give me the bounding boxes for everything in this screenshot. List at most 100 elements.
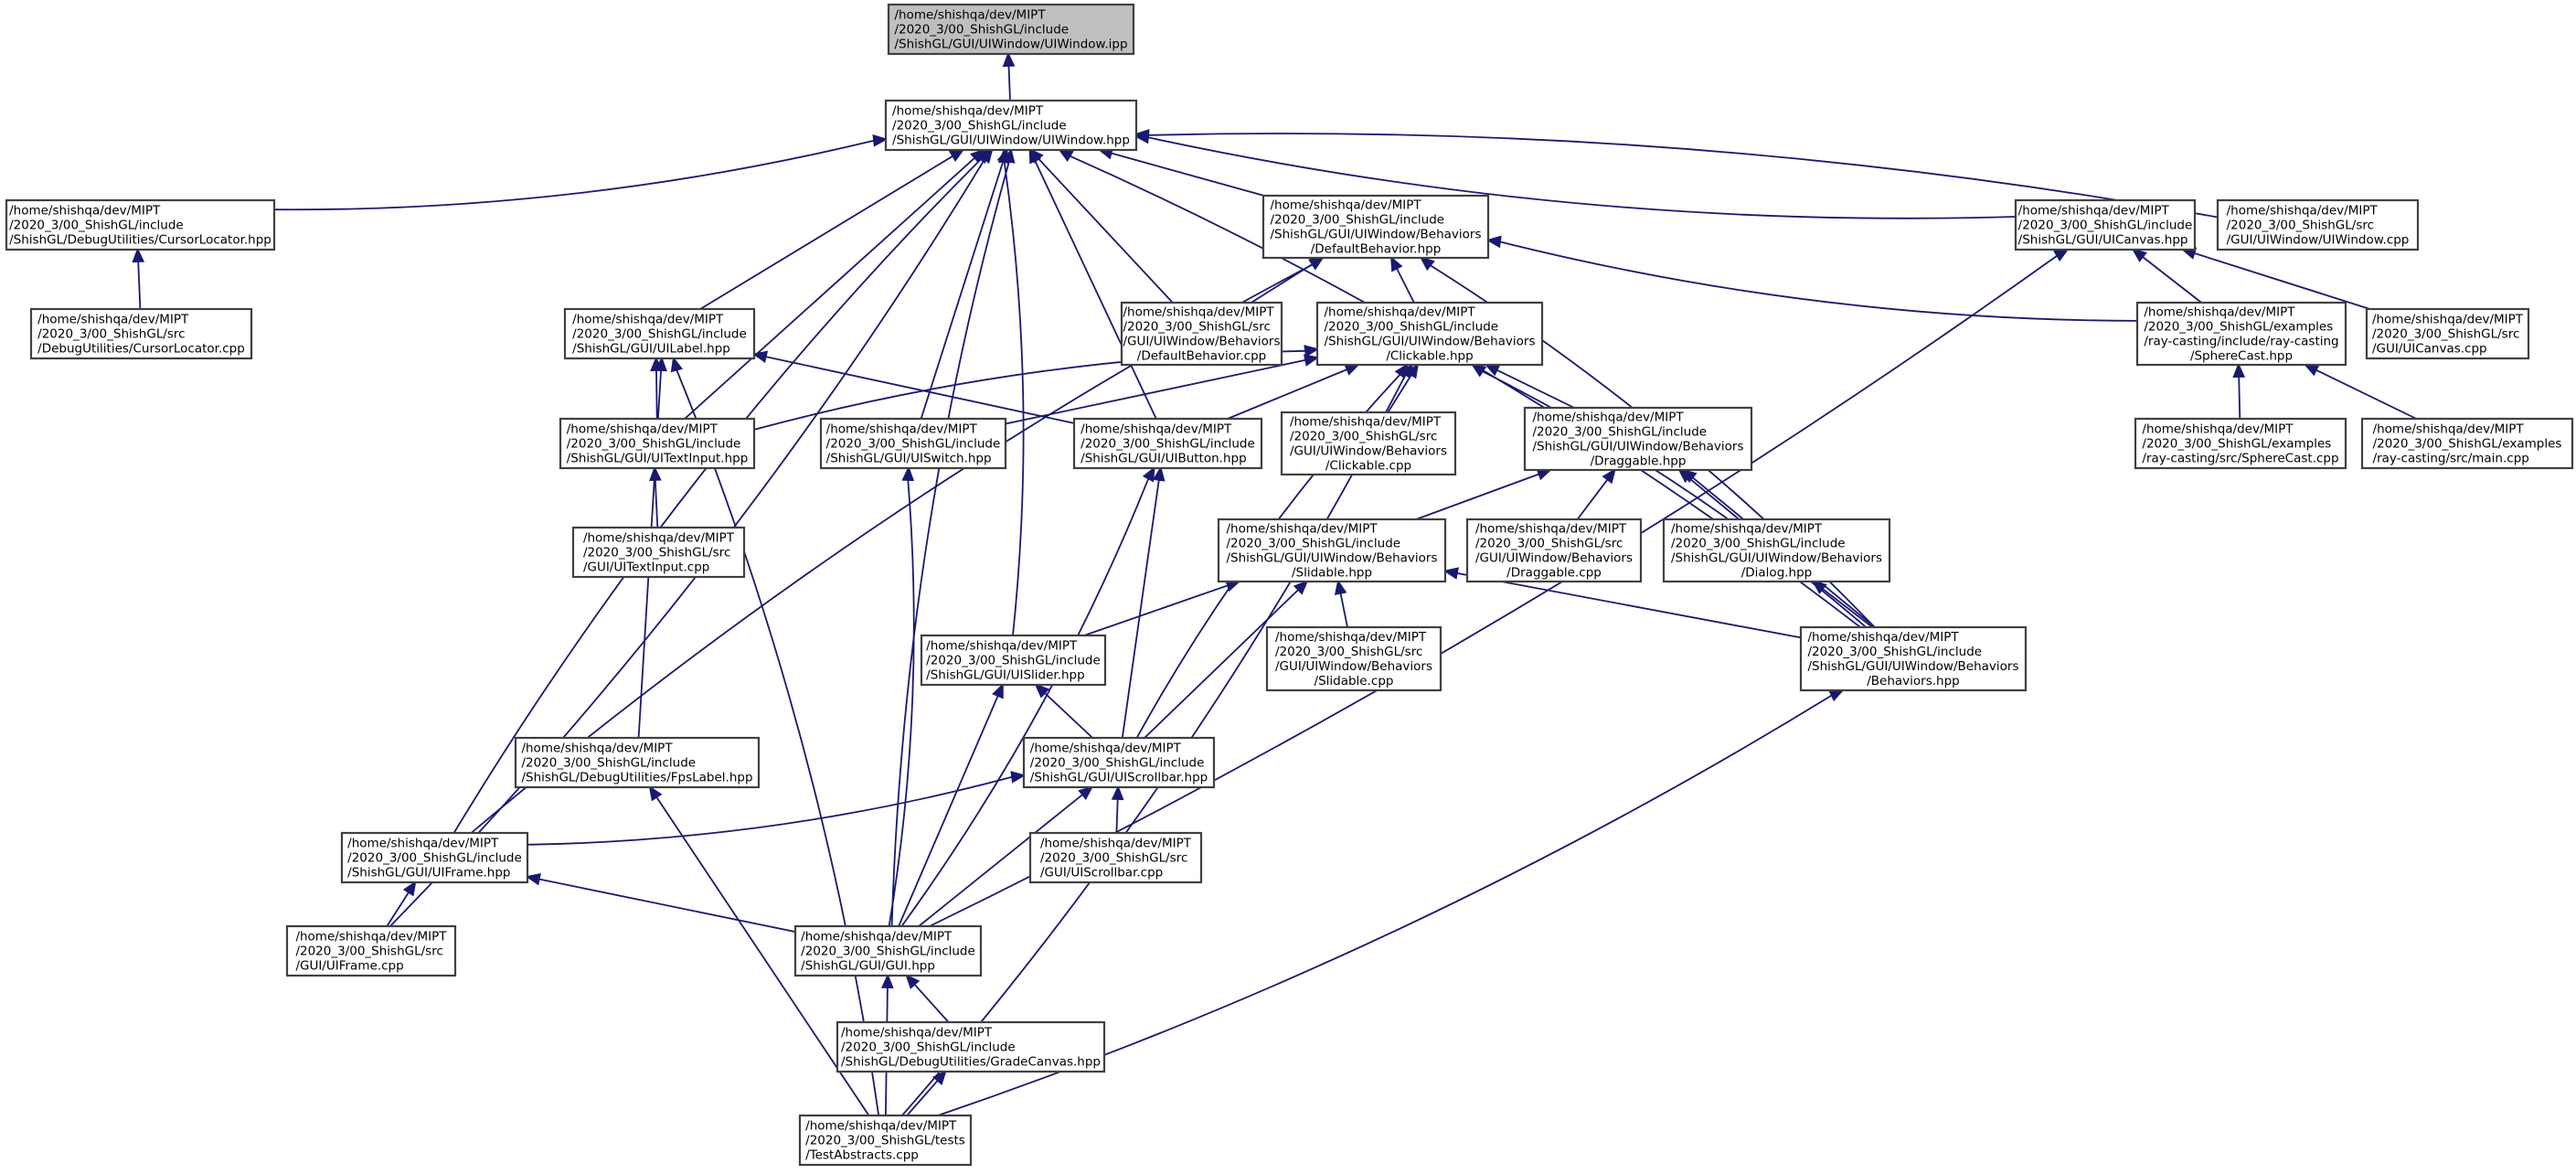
edge-n12-to-n6	[2194, 252, 2370, 310]
node-uilabel-hpp[interactable]: /home/shishqa/dev/MIPT/2020_3/00_ShishGL…	[563, 307, 756, 360]
node-label-line: /2020_3/00_ShishGL/include	[894, 23, 1069, 37]
node-defaultbehavior-hpp[interactable]: /home/shishqa/dev/MIPT/2020_3/00_ShishGL…	[1261, 194, 1490, 260]
edge-n2-to-n1	[1007, 65, 1011, 101]
arrowhead-icon	[132, 247, 145, 263]
node-label-line: /ShishGL/GUI/UILabel.hpp	[572, 342, 730, 357]
node-slidable-hpp[interactable]: /home/shishqa/dev/MIPT/2020_3/00_ShishGL…	[1217, 518, 1447, 583]
edge-n23-to-n17	[1687, 476, 1740, 520]
node-label-line: /home/shishqa/dev/MIPT	[841, 1026, 993, 1041]
edge-n32-to-n28	[918, 794, 1083, 927]
arrowhead-icon	[905, 974, 921, 989]
node-uiwindow-hpp[interactable]: /home/shishqa/dev/MIPT/2020_3/00_ShishGL…	[884, 99, 1138, 152]
node-dialog-hpp[interactable]: /home/shishqa/dev/MIPT/2020_3/00_ShishGL…	[1662, 518, 1891, 583]
node-clickable-cpp[interactable]: /home/shishqa/dev/MIPT/2020_3/00_ShishGL…	[1280, 411, 1457, 476]
node-uitextinput-hpp[interactable]: /home/shishqa/dev/MIPT/2020_3/00_ShishGL…	[559, 417, 756, 470]
edge-n24-to-n21	[1083, 584, 1229, 636]
node-box	[2365, 307, 2530, 360]
arrowhead-icon	[1334, 579, 1347, 595]
node-label-line: /2020_3/00_ShishGL/examples	[2144, 320, 2333, 335]
node-label-line: /home/shishqa/dev/MIPT	[521, 742, 673, 756]
node-slidable-cpp[interactable]: /home/shishqa/dev/MIPT/2020_3/00_ShishGL…	[1265, 625, 1442, 692]
edge-n26-to-n23	[1822, 588, 1873, 628]
node-box	[1265, 625, 1442, 692]
node-uislider-hpp[interactable]: /home/shishqa/dev/MIPT/2020_3/00_ShishGL…	[920, 634, 1107, 687]
node-uitextinput-cpp[interactable]: /home/shishqa/dev/MIPT/2020_3/00_ShishGL…	[571, 526, 746, 579]
node-gradecanvas-hpp[interactable]: /home/shishqa/dev/MIPT/2020_3/00_ShishGL…	[836, 1020, 1106, 1073]
node-label-line: /ShishGL/GUI/UIWindow/Behaviors	[1270, 228, 1481, 242]
edge-n29-to-n2	[452, 158, 982, 834]
arrowhead-icon	[2303, 363, 2320, 377]
arrowhead-icon	[1134, 129, 1150, 142]
arrowhead-icon	[1142, 465, 1155, 483]
node-box	[887, 3, 1135, 56]
node-label-line: /home/shishqa/dev/MIPT	[1807, 630, 1959, 645]
node-label-line: /Clickable.cpp	[1325, 459, 1411, 474]
edge-n11-to-n6	[2142, 256, 2202, 304]
node-defaultbehavior-cpp[interactable]: /home/shishqa/dev/MIPT/2020_3/00_ShishGL…	[1120, 301, 1283, 367]
node-spherecast-hpp[interactable]: /home/shishqa/dev/MIPT/2020_3/00_ShishGL…	[2135, 301, 2347, 367]
node-label-line: /GUI/UITextInput.cpp	[583, 560, 709, 575]
node-label-line: /DefaultBehavior.hpp	[1311, 242, 1442, 257]
edge-n34-to-n8	[676, 369, 880, 1116]
node-spherecast-cpp[interactable]: /home/shishqa/dev/MIPT/2020_3/00_ShishGL…	[2134, 417, 2347, 470]
node-box	[2360, 417, 2574, 470]
node-label-line: /home/shishqa/dev/MIPT	[894, 8, 1046, 23]
node-uiscrollbar-hpp[interactable]: /home/shishqa/dev/MIPT/2020_3/00_ShishGL…	[1022, 736, 1216, 789]
node-label-line: /SphereCast.hpp	[2190, 349, 2293, 364]
node-box	[563, 307, 756, 360]
node-box	[1022, 736, 1216, 789]
edge-n28-to-n24	[1044, 692, 1093, 739]
node-label-line: /2020_3/00_ShishGL/include	[1270, 213, 1444, 228]
edge-n7-to-n2	[1147, 133, 2219, 219]
node-label-line: /home/shishqa/dev/MIPT	[347, 837, 499, 851]
node-label-line: /ShishGL/GUI/UIWindow/Behaviors	[1807, 659, 2018, 674]
arrowhead-icon	[1471, 363, 1487, 378]
arrowhead-icon	[1828, 689, 1845, 702]
edge-n13-to-n2	[684, 157, 975, 420]
node-label-line: /home/shishqa/dev/MIPT	[1532, 411, 1684, 425]
node-label-line: /GUI/UIWindow/Behaviors	[1475, 551, 1633, 566]
node-label-line: /GUI/UIWindow/UIWindow.cpp	[2227, 233, 2410, 248]
node-box	[920, 634, 1107, 687]
node-label-line: /2020_3/00_ShishGL/src	[2227, 219, 2374, 233]
node-label-line: /ShishGL/GUI/UIButton.hpp	[1080, 452, 1247, 466]
node-label-line: /Draggable.hpp	[1591, 454, 1687, 469]
node-uibutton-hpp[interactable]: /home/shishqa/dev/MIPT/2020_3/00_ShishGL…	[1072, 417, 1263, 470]
node-box	[1280, 411, 1457, 476]
node-gui-hpp[interactable]: /home/shishqa/dev/MIPT/2020_3/00_ShishGL…	[793, 924, 983, 977]
node-testabstracts-cpp[interactable]: /home/shishqa/dev/MIPT/2020_3/00_ShishGL…	[798, 1114, 973, 1167]
node-label-line: /home/shishqa/dev/MIPT	[1475, 522, 1627, 537]
node-draggable-hpp[interactable]: /home/shishqa/dev/MIPT/2020_3/00_ShishGL…	[1523, 406, 1753, 472]
node-label-line: /ShishGL/GUI/UISlider.hpp	[926, 668, 1085, 683]
node-main-cpp[interactable]: /home/shishqa/dev/MIPT/2020_3/00_ShishGL…	[2360, 417, 2574, 470]
arrowhead-icon	[901, 465, 915, 482]
edge-n25-to-n21	[1339, 592, 1348, 628]
edge-n16-to-n10	[1387, 374, 1412, 413]
node-uiwindow-ipp[interactable]: /home/shishqa/dev/MIPT/2020_3/00_ShishGL…	[887, 3, 1135, 56]
node-box	[1072, 417, 1263, 470]
node-fpslabel-hpp[interactable]: /home/shishqa/dev/MIPT/2020_3/00_ShishGL…	[514, 736, 761, 789]
node-uicanvas-hpp[interactable]: /home/shishqa/dev/MIPT/2020_3/00_ShishGL…	[2014, 198, 2197, 251]
node-clickable-hpp[interactable]: /home/shishqa/dev/MIPT/2020_3/00_ShishGL…	[1315, 301, 1544, 367]
node-uiswitch-hpp[interactable]: /home/shishqa/dev/MIPT/2020_3/00_ShishGL…	[819, 417, 1007, 470]
node-label-line: /home/shishqa/dev/MIPT	[2373, 422, 2525, 437]
edge-n30-to-n28	[1115, 798, 1119, 834]
node-label-line: /2020_3/00_ShishGL/include	[1324, 320, 1498, 335]
node-cursorlocator-cpp[interactable]: /home/shishqa/dev/MIPT/2020_3/00_ShishGL…	[29, 307, 253, 360]
node-label-line: /ShishGL/DebugUtilities/GradeCanvas.hpp	[841, 1055, 1101, 1070]
node-label-line: /2020_3/00_ShishGL/src	[295, 945, 442, 959]
node-uiwindow-cpp[interactable]: /home/shishqa/dev/MIPT/2020_3/00_ShishGL…	[2216, 198, 2420, 251]
node-uiframe-hpp[interactable]: /home/shishqa/dev/MIPT/2020_3/00_ShishGL…	[340, 831, 529, 884]
node-behaviors-hpp[interactable]: /home/shishqa/dev/MIPT/2020_3/00_ShishGL…	[1799, 625, 2028, 692]
node-uiframe-cpp[interactable]: /home/shishqa/dev/MIPT/2020_3/00_ShishGL…	[285, 924, 457, 977]
node-label-line: /ShishGL/GUI/UIWindow/UIWindow.hpp	[892, 133, 1130, 148]
node-label-line: /home/shishqa/dev/MIPT	[1226, 522, 1378, 537]
node-uicanvas-cpp[interactable]: /home/shishqa/dev/MIPT/2020_3/00_ShishGL…	[2365, 307, 2530, 360]
edge-n32-to-n2	[890, 161, 1010, 927]
arrowhead-icon	[1405, 363, 1420, 379]
node-label-line: /ShishGL/GUI/UIFrame.hpp	[347, 866, 510, 880]
node-cursorlocator-hpp[interactable]: /home/shishqa/dev/MIPT/2020_3/00_ShishGL…	[5, 198, 276, 251]
node-draggable-cpp[interactable]: /home/shishqa/dev/MIPT/2020_3/00_ShishGL…	[1465, 518, 1643, 583]
node-uiscrollbar-cpp[interactable]: /home/shishqa/dev/MIPT/2020_3/00_ShishGL…	[1028, 831, 1203, 884]
